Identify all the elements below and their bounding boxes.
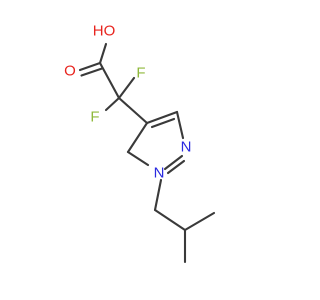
pyrazole-n2-label: N bbox=[181, 139, 192, 156]
atom-label-layer: HO O F F N N bbox=[64, 23, 191, 182]
bond-c-cf2 bbox=[98, 61, 121, 100]
hydroxyl-label: HO bbox=[93, 23, 116, 40]
molecule-diagram: HO O F F N N bbox=[64, 23, 216, 264]
bond-c-f-lower bbox=[104, 96, 121, 112]
pyrazole-n1-label: N bbox=[154, 165, 165, 182]
bond-cf2-ring bbox=[117, 96, 149, 125]
bond-n1-ch2 bbox=[153, 178, 163, 212]
bond-n1-c5 bbox=[126, 150, 150, 167]
bond-layer bbox=[78, 42, 216, 264]
bond-ch-me-1 bbox=[183, 211, 216, 232]
bond-c-f-upper bbox=[117, 76, 136, 100]
bond-c-oh bbox=[98, 42, 108, 65]
bond-n2-n1-2 bbox=[166, 159, 186, 175]
fluorine-lower-label: F bbox=[90, 109, 99, 126]
carbonyl-oxygen-label: O bbox=[64, 63, 76, 80]
bond-ch2-ch bbox=[153, 208, 187, 232]
bond-c3-n2 bbox=[175, 110, 185, 140]
bond-c-o-double-1 bbox=[78, 61, 102, 72]
bond-c-o-double-2 bbox=[80, 67, 104, 77]
bond-c4-c3 bbox=[145, 110, 179, 125]
fluorine-upper-label: F bbox=[136, 65, 145, 82]
bond-c5-c4 bbox=[126, 121, 149, 154]
bond-n2-n1-1 bbox=[163, 154, 184, 171]
bond-c4-c3-inner bbox=[150, 117, 176, 129]
